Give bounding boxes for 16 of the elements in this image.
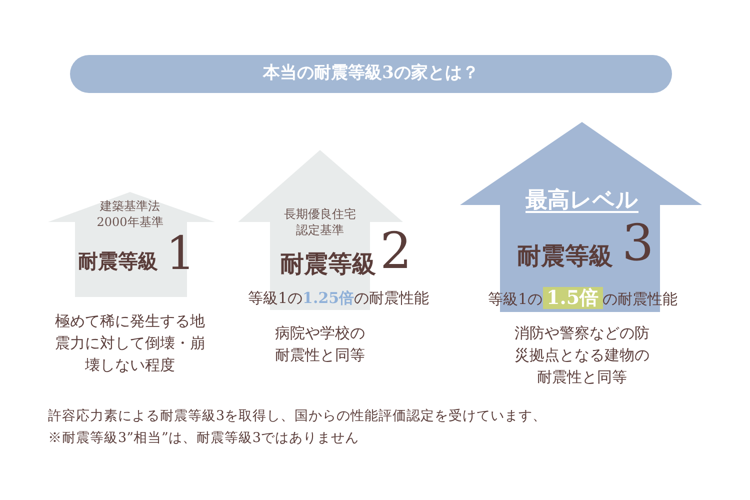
note-text: 許容応力素による耐震等級3を取得し、国からの性能評価認定を受けています、: [48, 407, 547, 426]
description-text: 消防や警察などの防災拠点となる建物の耐震性と同等: [514, 323, 650, 388]
standard-text: 建築基準法2000年基準: [96, 198, 164, 230]
title-banner: 本当の耐震等級3の家とは？: [70, 55, 672, 93]
description-text: 極めて稀に発生する地震力に対して倒壊・崩壊しない程度: [54, 311, 206, 376]
grade-number: 3: [622, 218, 654, 268]
grade-text: 耐震等級: [280, 248, 376, 280]
performance-text: 等級1の1.25倍の耐震性能: [248, 288, 430, 309]
note-text: ※耐震等級3”相当”は、耐震等級3ではありません: [48, 429, 360, 448]
grade-number: 1: [166, 230, 196, 276]
level-heading: 最高レベル: [526, 186, 638, 215]
grade-text: 耐震等級: [78, 248, 158, 275]
standard-text: 長期優良住宅認定基準: [283, 206, 357, 238]
grade-number: 2: [380, 226, 412, 276]
description-text: 病院や学校の耐震性と同等: [274, 323, 366, 366]
grade-text: 耐震等級: [517, 240, 613, 272]
